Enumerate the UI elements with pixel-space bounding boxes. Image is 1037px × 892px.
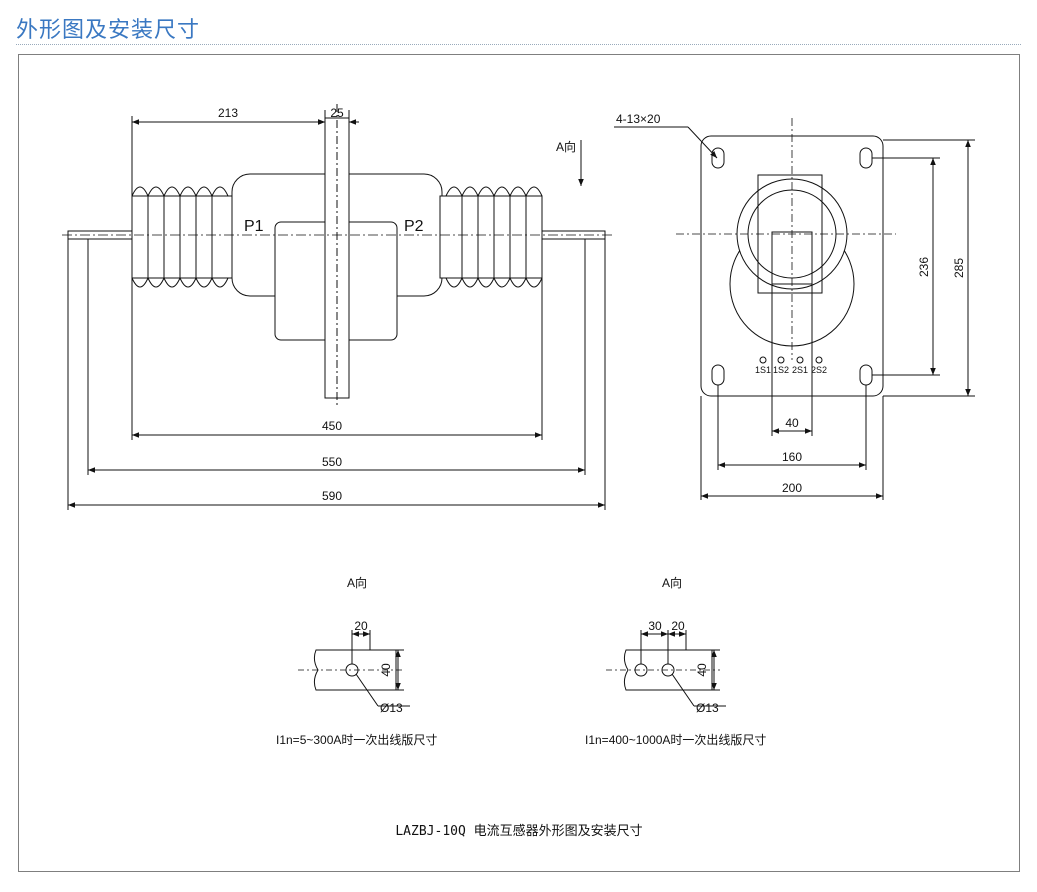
- detail-left-dim-40: 40: [379, 663, 393, 677]
- terminal-2s1: 2S1: [792, 365, 808, 375]
- detail-left: [298, 630, 410, 707]
- dim-590: 590: [322, 489, 342, 503]
- terminal-1s1: 1S1: [755, 365, 771, 375]
- title-divider: [16, 44, 1021, 45]
- page-title: 外形图及安装尺寸: [16, 18, 201, 43]
- detail-right-heading: A向: [662, 575, 682, 590]
- front-view: [614, 118, 975, 500]
- dim-40-front: 40: [785, 416, 799, 430]
- detail-left-labels: A向 20 40 Ø13 I1n=5~300A时一次出线版尺寸: [276, 575, 437, 747]
- left-bellows: [131, 186, 235, 288]
- dim-25: 25: [330, 106, 344, 120]
- side-view-labels: 213 25 P1 P2 A向 450 550 590: [218, 106, 576, 503]
- right-bellows: [439, 186, 543, 288]
- terminal-1s2: 1S2: [773, 365, 789, 375]
- side-view: [62, 104, 612, 510]
- terminal-2s2: 2S2: [811, 365, 827, 375]
- detail-right-dim-20: 20: [671, 619, 685, 633]
- detail-left-dim-20: 20: [354, 619, 368, 633]
- drawing-caption: LAZBJ-10Q 电流互感器外形图及安装尺寸: [395, 823, 642, 839]
- detail-right-caption: I1n=400~1000A时一次出线版尺寸: [585, 733, 766, 747]
- label-p1: P1: [244, 218, 264, 235]
- detail-left-heading: A向: [347, 575, 367, 590]
- dim-236: 236: [917, 257, 931, 277]
- detail-left-hole: Ø13: [380, 701, 403, 715]
- dim-200: 200: [782, 481, 802, 495]
- detail-right: [606, 630, 726, 707]
- hole-spec-label: 4-13×20: [616, 112, 661, 126]
- label-p2: P2: [404, 218, 424, 235]
- dim-550: 550: [322, 455, 342, 469]
- dim-160: 160: [782, 450, 802, 464]
- front-view-labels: 4-13×20 236 285 40 160 200 1S1 1S2 2S1 2…: [616, 112, 966, 495]
- dim-450: 450: [322, 419, 342, 433]
- dim-213: 213: [218, 106, 238, 120]
- detail-right-hole: Ø13: [696, 701, 719, 715]
- direction-a-label: A向: [556, 139, 576, 154]
- detail-left-caption: I1n=5~300A时一次出线版尺寸: [276, 733, 437, 747]
- detail-right-dim-30: 30: [648, 619, 662, 633]
- detail-right-labels: A向 30 20 40 Ø13 I1n=400~1000A时一次出线版尺寸: [585, 575, 766, 747]
- detail-right-dim-40: 40: [695, 663, 709, 677]
- drawing-frame: [18, 54, 1020, 872]
- dim-285: 285: [952, 258, 966, 278]
